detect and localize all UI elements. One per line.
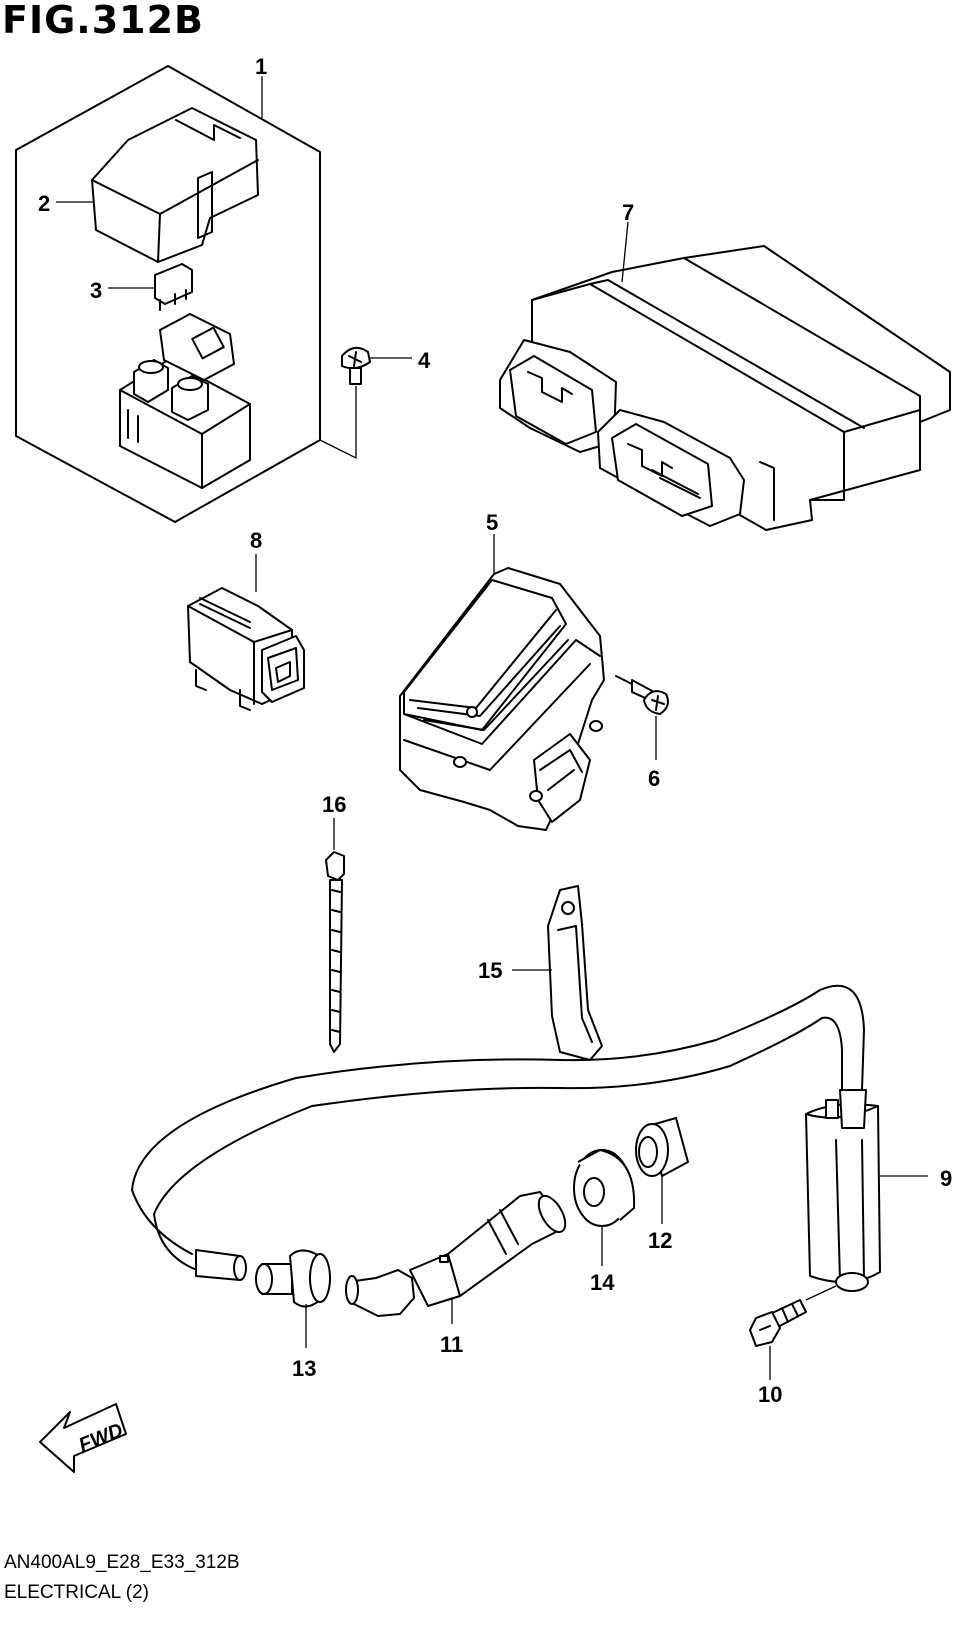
model-code: AN400AL9_E28_E33_312B xyxy=(4,1552,240,1573)
connector-8 xyxy=(187,554,305,711)
relay-cover xyxy=(91,107,259,263)
spark-plug-cap xyxy=(345,1191,567,1324)
fwd-arrow-icon xyxy=(39,1403,127,1473)
relay-body xyxy=(119,313,251,489)
screw-4 xyxy=(319,346,412,460)
callout-6: 6 xyxy=(648,766,660,791)
callout-12: 12 xyxy=(648,1228,672,1253)
cable-tie xyxy=(325,818,345,1053)
callout-11: 11 xyxy=(440,1332,463,1357)
bolt-10 xyxy=(749,1285,837,1380)
callout-7: 7 xyxy=(622,200,634,225)
screw-6 xyxy=(615,675,669,760)
figure-title: FIG.312B xyxy=(2,0,205,42)
callout-4: 4 xyxy=(418,348,431,373)
callout-15: 15 xyxy=(478,958,502,983)
callout-2: 2 xyxy=(38,191,50,216)
ignition-lead xyxy=(131,984,865,1281)
callout-3: 3 xyxy=(90,278,102,303)
ecm-unit xyxy=(499,221,951,531)
section-name: ELECTRICAL (2) xyxy=(4,1582,149,1603)
relay-assembly-group xyxy=(15,65,321,523)
washer-14 xyxy=(573,1149,636,1266)
callout-8: 8 xyxy=(250,528,262,553)
clamp-15 xyxy=(512,885,603,1061)
regulator-rectifier xyxy=(399,534,605,831)
ignition-coil xyxy=(805,1089,928,1292)
fuse xyxy=(154,263,193,311)
callout-13: 13 xyxy=(292,1356,316,1381)
callout-9: 9 xyxy=(940,1166,952,1191)
cap-12 xyxy=(635,1117,689,1224)
grommet-13 xyxy=(255,1249,331,1348)
callout-10: 10 xyxy=(758,1382,782,1407)
callout-14: 14 xyxy=(590,1270,615,1295)
callout-16: 16 xyxy=(322,792,346,817)
callout-numbers: 1 2 3 4 5 6 7 8 9 10 11 12 13 14 15 16 xyxy=(38,54,952,1407)
callout-1: 1 xyxy=(255,54,267,79)
callout-5: 5 xyxy=(486,510,498,535)
